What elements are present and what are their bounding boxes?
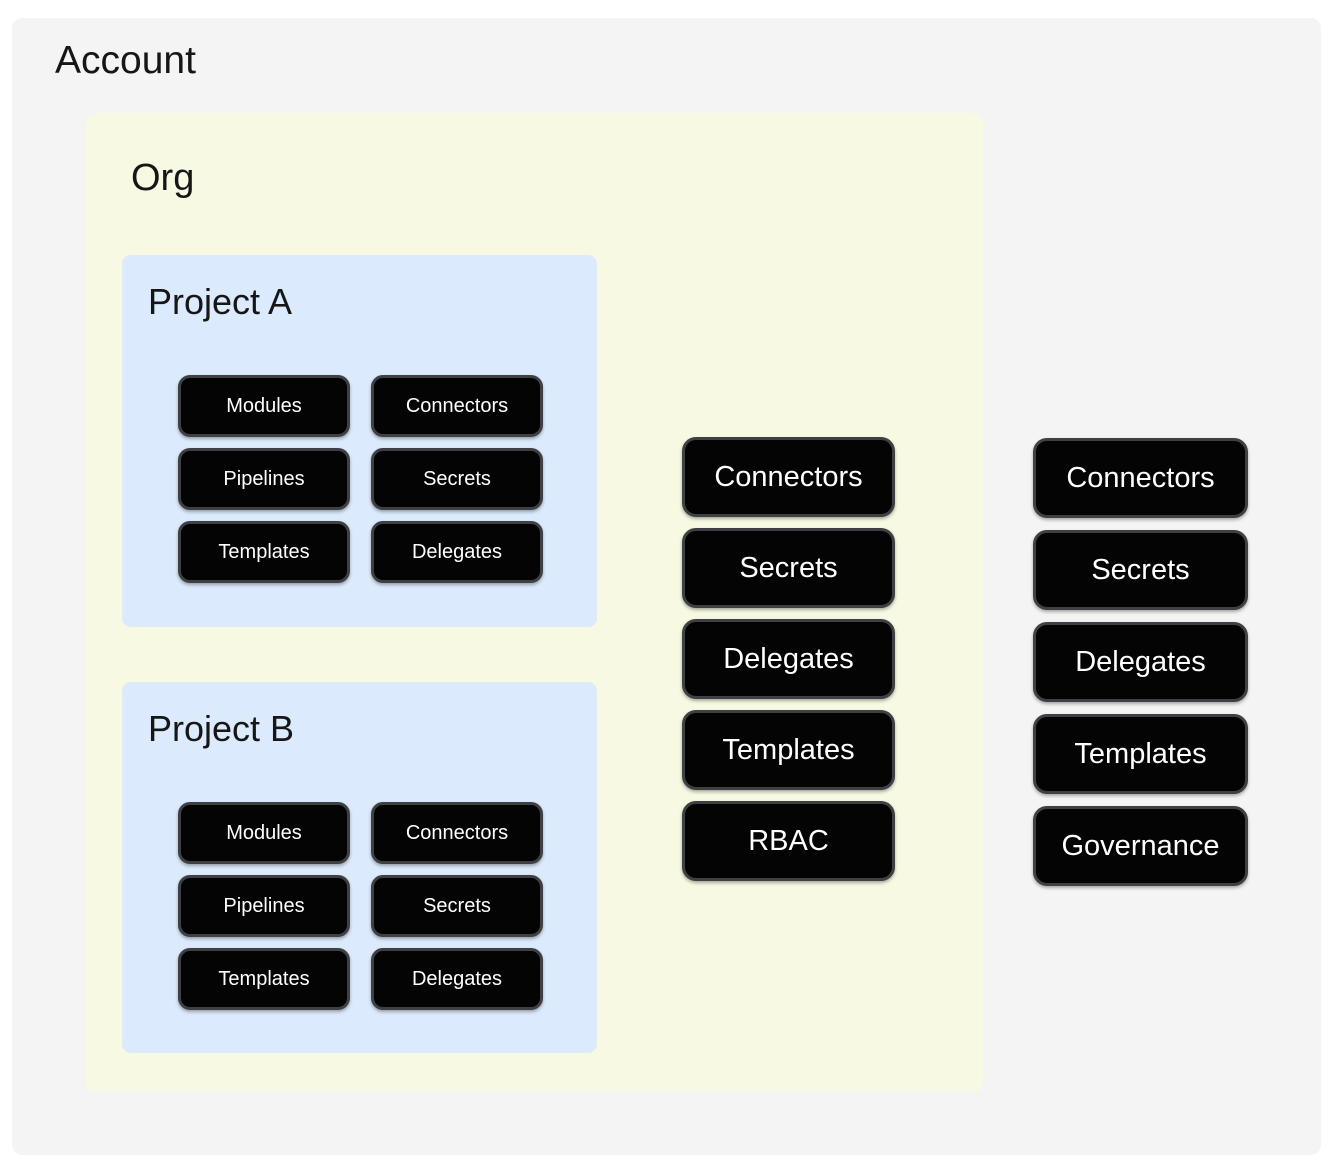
project-b-title: Project B — [148, 708, 295, 749]
project-b-pill-pipelines: Pipelines — [178, 875, 350, 937]
org-pill-templates: Templates — [682, 710, 895, 790]
project-b-pill-connectors: Connectors — [371, 802, 543, 864]
account-pill-secrets: Secrets — [1033, 530, 1248, 610]
project-a-title: Project A — [148, 281, 293, 322]
project-b-pill-delegates: Delegates — [371, 948, 543, 1010]
org-pill-secrets: Secrets — [682, 528, 895, 608]
project-b-pill-secrets: Secrets — [371, 875, 543, 937]
project-a-pill-templates: Templates — [178, 521, 350, 583]
project-b-container: Project B Modules Connectors Pipelines S… — [122, 682, 597, 1053]
org-resource-column: Connectors Secrets Delegates Templates R… — [682, 437, 895, 881]
account-resource-column: Connectors Secrets Delegates Templates G… — [1033, 438, 1248, 886]
account-pill-governance: Governance — [1033, 806, 1248, 886]
project-a-container: Project A Modules Connectors Pipelines S… — [122, 255, 597, 627]
project-a-pill-pipelines: Pipelines — [178, 448, 350, 510]
project-b-pill-modules: Modules — [178, 802, 350, 864]
org-title: Org — [131, 157, 195, 199]
org-pill-delegates: Delegates — [682, 619, 895, 699]
account-pill-connectors: Connectors — [1033, 438, 1248, 518]
project-a-pill-connectors: Connectors — [371, 375, 543, 437]
project-a-pill-secrets: Secrets — [371, 448, 543, 510]
org-pill-rbac: RBAC — [682, 801, 895, 881]
account-pill-delegates: Delegates — [1033, 622, 1248, 702]
project-a-pill-delegates: Delegates — [371, 521, 543, 583]
org-container: Org Project A Modules Connectors Pipelin… — [86, 113, 983, 1092]
account-pill-templates: Templates — [1033, 714, 1248, 794]
project-b-resource-grid: Modules Connectors Pipelines Secrets Tem… — [178, 802, 543, 1010]
account-title: Account — [55, 39, 196, 82]
project-a-resource-grid: Modules Connectors Pipelines Secrets Tem… — [178, 375, 543, 583]
project-a-pill-modules: Modules — [178, 375, 350, 437]
org-pill-connectors: Connectors — [682, 437, 895, 517]
project-b-pill-templates: Templates — [178, 948, 350, 1010]
account-container: Account Org Project A Modules Connectors… — [12, 18, 1321, 1155]
